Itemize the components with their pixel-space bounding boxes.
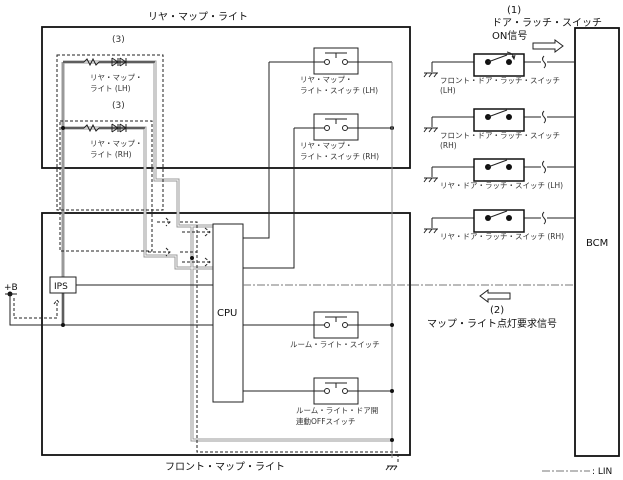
ground-icon [423, 127, 438, 133]
power-label: +B [4, 283, 18, 293]
svg-text:ライト (LH): ライト (LH) [90, 84, 131, 93]
cpu-box [212, 223, 244, 403]
svg-text:リヤ・マップ・: リヤ・マップ・ [300, 141, 353, 150]
led-icon [111, 123, 127, 133]
break-icon [542, 211, 546, 225]
svg-text:リヤ・マップ・: リヤ・マップ・ [90, 139, 143, 148]
break-icon [542, 110, 546, 124]
svg-text:(2): (2) [490, 305, 504, 316]
ground-icon [423, 72, 438, 78]
arrow-right-icon [532, 39, 564, 53]
door-latch-switch: リヤ・ドア・ラッチ・スイッチ (RH) [423, 209, 575, 241]
svg-text:ライト・スイッチ (LH): ライト・スイッチ (LH) [300, 86, 378, 95]
svg-text:ON信号: ON信号 [492, 30, 527, 42]
svg-text:(LH): (LH) [440, 86, 456, 95]
svg-text:(1): (1) [507, 5, 521, 16]
svg-text:(RH): (RH) [440, 141, 457, 150]
break-icon [542, 55, 546, 69]
door-latch-switch: フロント・ドア・ラッチ・スイッチ(LH) [423, 53, 575, 95]
lamp-lh-num: (3) [112, 35, 125, 45]
svg-text:フロント・ドア・ラッチ・スイッチ: フロント・ドア・ラッチ・スイッチ [440, 131, 560, 140]
svg-text:リヤ・マップ・: リヤ・マップ・ [90, 73, 143, 82]
bcm-box [574, 27, 620, 457]
switch-action-arrow-icon [506, 51, 516, 61]
svg-text:フロント・ドア・ラッチ・スイッチ: フロント・ドア・ラッチ・スイッチ [440, 76, 560, 85]
svg-text:連動OFFスイッチ: 連動OFFスイッチ [296, 416, 356, 426]
break-icon [542, 160, 546, 174]
ground-icon [423, 228, 438, 234]
rear-map-light-title: リヤ・マップ・ライト [148, 11, 248, 23]
svg-text:ライト (RH): ライト (RH) [90, 150, 132, 159]
door-latch-switch: リヤ・ドア・ラッチ・スイッチ (LH) [423, 158, 575, 190]
svg-text:ルーム・ライト・ドア開: ルーム・ライト・ドア開 [296, 406, 378, 415]
svg-text:リヤ・マップ・: リヤ・マップ・ [300, 75, 353, 84]
led-icon [111, 57, 127, 67]
svg-text:ライト・スイッチ (RH): ライト・スイッチ (RH) [300, 152, 379, 161]
rear-lamp-lh: (3) リヤ・マップ・ ライト (LH) [56, 35, 164, 211]
arrow-left-icon [479, 289, 511, 303]
svg-text:リヤ・ドア・ラッチ・スイッチ (LH): リヤ・ドア・ラッチ・スイッチ (LH) [440, 181, 563, 190]
svg-text:ドア・ラッチ・スイッチ: ドア・ラッチ・スイッチ [492, 17, 602, 29]
svg-text:ルーム・ライト・スイッチ: ルーム・ライト・スイッチ [290, 340, 380, 349]
svg-text:マップ・ライト点灯要求信号: マップ・ライト点灯要求信号 [427, 318, 557, 330]
rear-lamp-rh: (3) リヤ・マップ・ ライト (RH) [59, 101, 153, 252]
resistor-icon [83, 123, 100, 133]
lamp-rh-num: (3) [112, 101, 125, 111]
door-latch-switch: フロント・ドア・ラッチ・スイッチ(RH) [423, 108, 575, 150]
svg-text:リヤ・ドア・ラッチ・スイッチ (RH): リヤ・ドア・ラッチ・スイッチ (RH) [440, 232, 564, 241]
resistor-icon [83, 57, 100, 67]
room-light-switch: ルーム・ライト・スイッチ [243, 311, 394, 349]
rear-map-light-switch-lh: リヤ・マップ・ ライト・スイッチ (LH) [269, 47, 392, 95]
ips-label: IPS [54, 282, 68, 292]
driver-transistors [148, 217, 399, 462]
legend-lin-label: : LIN [592, 467, 612, 477]
front-map-light-unit [41, 212, 411, 456]
cpu-label: CPU [217, 308, 237, 319]
ground-icon [385, 465, 398, 471]
room-light-door-off-switch: ルーム・ライト・ドア開 連動OFFスイッチ [243, 377, 394, 426]
front-map-light-title: フロント・マップ・ライト [165, 461, 285, 473]
bcm-label: BCM [586, 238, 608, 249]
rear-map-light-unit [41, 26, 411, 169]
ground-icon [423, 177, 438, 183]
rear-map-light-switch-rh: リヤ・マップ・ ライト・スイッチ (RH) [294, 113, 394, 161]
